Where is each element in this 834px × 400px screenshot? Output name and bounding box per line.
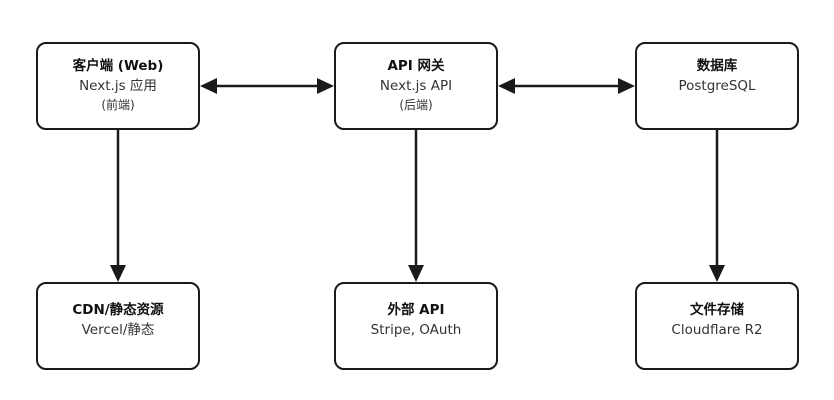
node-title: 外部 API bbox=[387, 302, 445, 318]
arrowhead-left-icon bbox=[200, 78, 217, 94]
node-cdn: CDN/静态资源 Vercel/静态 bbox=[36, 282, 200, 370]
edge-gateway-ext bbox=[408, 130, 424, 282]
arrowhead-down-icon bbox=[709, 265, 725, 282]
node-title: API 网关 bbox=[387, 58, 445, 74]
node-line: Next.js API bbox=[379, 78, 453, 94]
node-line: Stripe, OAuth bbox=[370, 322, 462, 338]
node-line: Next.js 应用 bbox=[79, 78, 157, 94]
edge-db-files bbox=[709, 130, 725, 282]
edge-client-gateway bbox=[200, 78, 334, 94]
node-line: Vercel/静态 bbox=[81, 322, 155, 338]
node-line: PostgreSQL bbox=[678, 78, 756, 94]
node-line: Cloudflare R2 bbox=[671, 322, 763, 338]
edge-gateway-db bbox=[498, 78, 635, 94]
arrowhead-right-icon bbox=[618, 78, 635, 94]
arrowhead-right-icon bbox=[317, 78, 334, 94]
node-line: (前端) bbox=[101, 98, 135, 112]
edge-client-cdn bbox=[110, 130, 126, 282]
node-title: 文件存储 bbox=[690, 302, 744, 318]
arrowhead-down-icon bbox=[408, 265, 424, 282]
node-line: (后端) bbox=[399, 98, 433, 112]
arrowhead-left-icon bbox=[498, 78, 515, 94]
node-title: 数据库 bbox=[696, 58, 738, 74]
node-api-gateway: API 网关 Next.js API (后端) bbox=[334, 42, 498, 130]
arrowhead-down-icon bbox=[110, 265, 126, 282]
node-client: 客户端 (Web) Next.js 应用 (前端) bbox=[36, 42, 200, 130]
node-file-storage: 文件存储 Cloudflare R2 bbox=[635, 282, 799, 370]
node-database: 数据库 PostgreSQL bbox=[635, 42, 799, 130]
node-title: 客户端 (Web) bbox=[72, 58, 164, 74]
node-external-api: 外部 API Stripe, OAuth bbox=[334, 282, 498, 370]
node-title: CDN/静态资源 bbox=[72, 302, 164, 318]
